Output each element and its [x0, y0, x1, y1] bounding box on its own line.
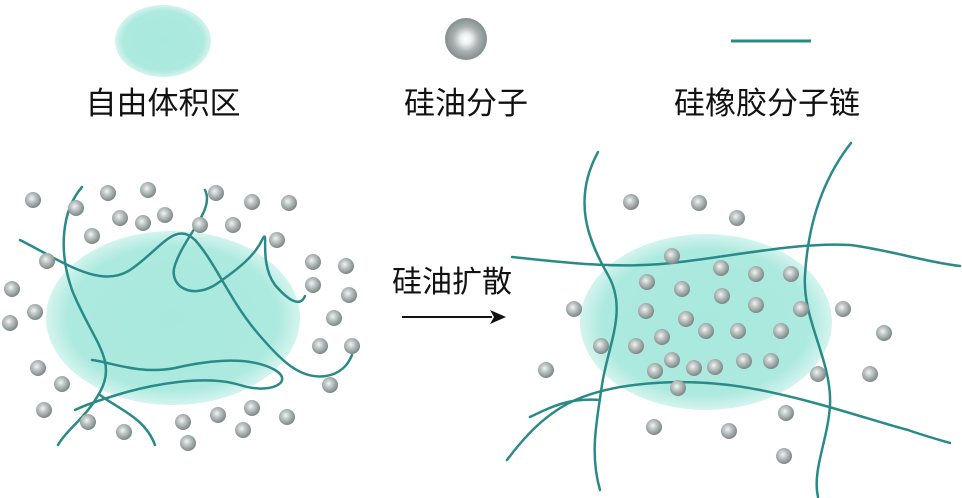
legend-free-volume-label: 自由体积区: [85, 86, 241, 122]
oil-molecule: [30, 360, 46, 376]
oil-molecule: [763, 353, 779, 369]
oil-molecule: [112, 210, 128, 226]
oil-molecule: [862, 366, 878, 382]
left-chain-d: [73, 358, 284, 412]
oil-molecule: [639, 274, 655, 290]
oil-molecule: [729, 210, 745, 226]
oil-molecule: [84, 228, 100, 244]
oil-molecule: [748, 297, 764, 313]
oil-molecule: [341, 287, 357, 303]
oil-molecule: [707, 359, 723, 375]
oil-molecule: [736, 353, 752, 369]
oil-molecule: [647, 363, 663, 379]
legend-silicone-oil-label: 硅油分子: [404, 86, 528, 122]
oil-molecule: [664, 248, 680, 264]
oil-molecule: [721, 423, 737, 439]
oil-molecule: [281, 195, 297, 211]
oil-molecule: [116, 424, 132, 440]
diffusion-arrow: [402, 310, 506, 324]
oil-molecule: [773, 323, 789, 339]
oil-molecule: [691, 195, 707, 211]
oil-molecule: [730, 323, 746, 339]
oil-molecule: [36, 402, 52, 418]
oil-molecule: [698, 323, 714, 339]
oil-molecule: [638, 303, 654, 319]
right-chain-a: [583, 150, 618, 492]
oil-molecule: [322, 377, 338, 393]
right-chain-c: [510, 243, 962, 268]
oil-molecule: [835, 301, 851, 317]
right-silicone-oil-molecules: [538, 194, 892, 464]
oil-molecule: [54, 376, 70, 392]
legend-rubber-chain-label: 硅橡胶分子链: [674, 86, 860, 122]
oil-molecule: [654, 329, 670, 345]
left-chain-b: [18, 232, 354, 378]
oil-molecule: [175, 414, 191, 430]
oil-molecule: [646, 419, 662, 435]
oil-molecule: [686, 360, 702, 376]
oil-molecule: [623, 194, 639, 210]
left-silicone-oil-molecules: [2, 182, 360, 451]
oil-molecule: [244, 194, 260, 210]
oil-molecule: [793, 301, 809, 317]
oil-molecule: [670, 380, 686, 396]
legend-silicone-oil-swatch: [445, 18, 487, 60]
oil-molecule: [876, 325, 892, 341]
oil-molecule: [305, 277, 321, 293]
oil-molecule: [338, 258, 354, 274]
right-rubber-chains: [505, 141, 962, 498]
oil-molecule: [566, 301, 582, 317]
oil-molecule: [776, 448, 792, 464]
oil-molecule: [208, 185, 224, 201]
oil-molecule: [778, 405, 794, 421]
oil-molecule: [279, 409, 295, 425]
oil-molecule: [135, 215, 151, 231]
oil-molecule: [593, 338, 609, 354]
oil-molecule: [714, 288, 730, 304]
oil-molecule: [810, 366, 826, 382]
right-chain-e: [528, 398, 602, 419]
oil-molecule: [235, 422, 251, 438]
oil-molecule: [4, 281, 20, 297]
oil-molecule: [748, 266, 764, 282]
oil-molecule: [25, 192, 41, 208]
oil-molecule: [628, 338, 644, 354]
right-chain-b: [803, 141, 853, 498]
left-chain-e: [98, 393, 157, 447]
legend-free-volume-swatch: [115, 5, 211, 77]
oil-molecule: [192, 217, 208, 233]
oil-molecule: [312, 338, 328, 354]
oil-molecule: [100, 185, 116, 201]
left-rubber-chains: [18, 185, 354, 447]
oil-molecule: [664, 352, 680, 368]
right-chain-d: [505, 380, 952, 462]
oil-molecule: [678, 311, 694, 327]
oil-molecule: [180, 435, 196, 451]
oil-molecule: [68, 200, 84, 216]
oil-molecule: [269, 232, 285, 248]
oil-molecule: [713, 260, 729, 276]
oil-molecule: [305, 254, 321, 270]
oil-molecule: [140, 182, 156, 198]
diffusion-arrow-label: 硅油扩散: [392, 265, 512, 300]
oil-molecule: [2, 315, 18, 331]
oil-molecule: [326, 310, 342, 326]
oil-molecule: [538, 362, 554, 378]
oil-molecule: [210, 407, 226, 423]
oil-molecule: [783, 266, 799, 282]
oil-molecule: [157, 207, 173, 223]
oil-molecule: [80, 414, 96, 430]
oil-molecule: [344, 338, 360, 354]
oil-molecule: [674, 281, 690, 297]
oil-molecule: [39, 253, 55, 269]
left-chain-c: [172, 188, 307, 303]
oil-molecule: [27, 304, 43, 320]
oil-molecule: [244, 400, 260, 416]
oil-molecule: [225, 217, 241, 233]
